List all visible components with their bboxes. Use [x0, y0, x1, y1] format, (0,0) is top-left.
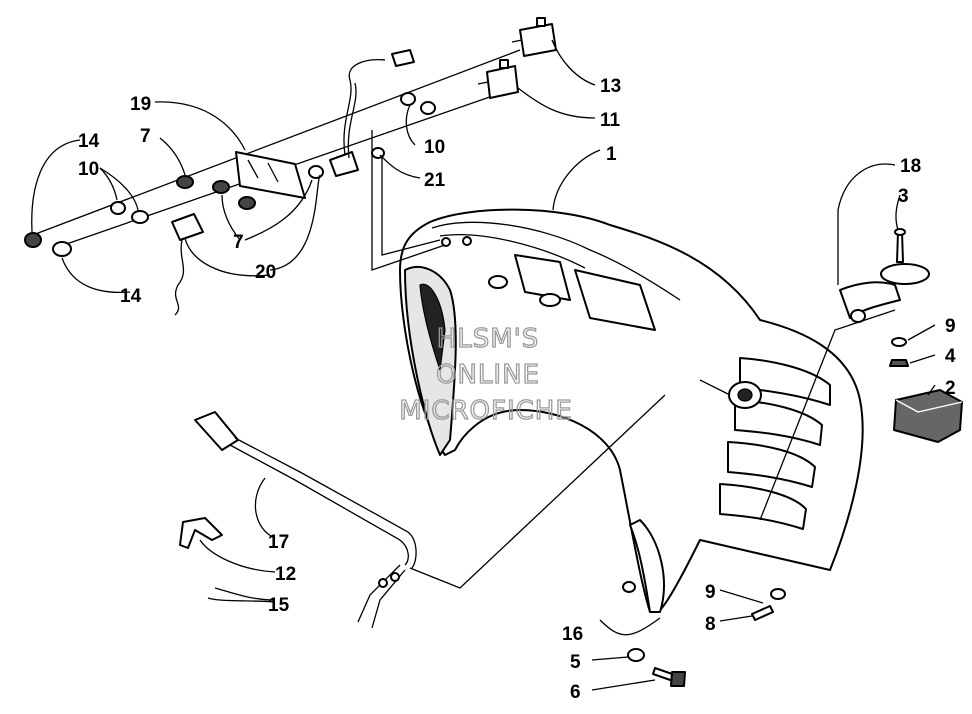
watermark-line-2: ONLINE [436, 360, 540, 390]
callout-15: 15 [268, 595, 290, 616]
foam-block-part [893, 389, 963, 443]
lower-fasteners [622, 581, 786, 687]
bracket-part [839, 228, 930, 323]
callout-13: 13 [600, 76, 621, 97]
watermark-line-1: HLSM'S [437, 324, 540, 354]
watermark-line-3: MICROFICHE [399, 396, 573, 426]
callout-9-lower: 9 [705, 582, 716, 603]
throttle-cable-assembly [179, 411, 417, 629]
callout-12: 12 [275, 564, 296, 585]
callout-17: 17 [268, 532, 289, 553]
callout-14-lower: 14 [120, 286, 142, 307]
callout-16: 16 [562, 624, 583, 645]
callout-2: 2 [945, 378, 956, 399]
callout-10-left: 10 [78, 159, 99, 180]
callout-4: 4 [945, 346, 956, 367]
callout-20: 20 [255, 262, 276, 283]
callout-21: 21 [424, 170, 446, 191]
callout-1: 1 [606, 144, 617, 165]
callout-8: 8 [705, 614, 716, 635]
callout-labels: 1 2 3 4 5 6 7 7 8 9 9 10 10 11 12 13 14 … [78, 76, 956, 703]
switch-panel-assembly [24, 17, 557, 316]
callout-18: 18 [900, 156, 921, 177]
callout-14-upper: 14 [78, 131, 100, 152]
callout-7-upper: 7 [140, 126, 151, 147]
callout-6: 6 [570, 682, 581, 703]
watermark: HLSM'S ONLINE MICROFICHE [399, 323, 573, 426]
callout-19: 19 [130, 94, 151, 115]
callout-3: 3 [898, 186, 909, 207]
hood-console-part [399, 208, 864, 613]
callout-9-upper: 9 [945, 316, 956, 337]
callout-5: 5 [570, 652, 581, 673]
callout-7-lower: 7 [233, 232, 244, 253]
leader-lines [31, 39, 936, 691]
callout-11: 11 [600, 110, 621, 131]
callout-10-right: 10 [424, 137, 445, 158]
nut-washer-parts [889, 337, 909, 367]
